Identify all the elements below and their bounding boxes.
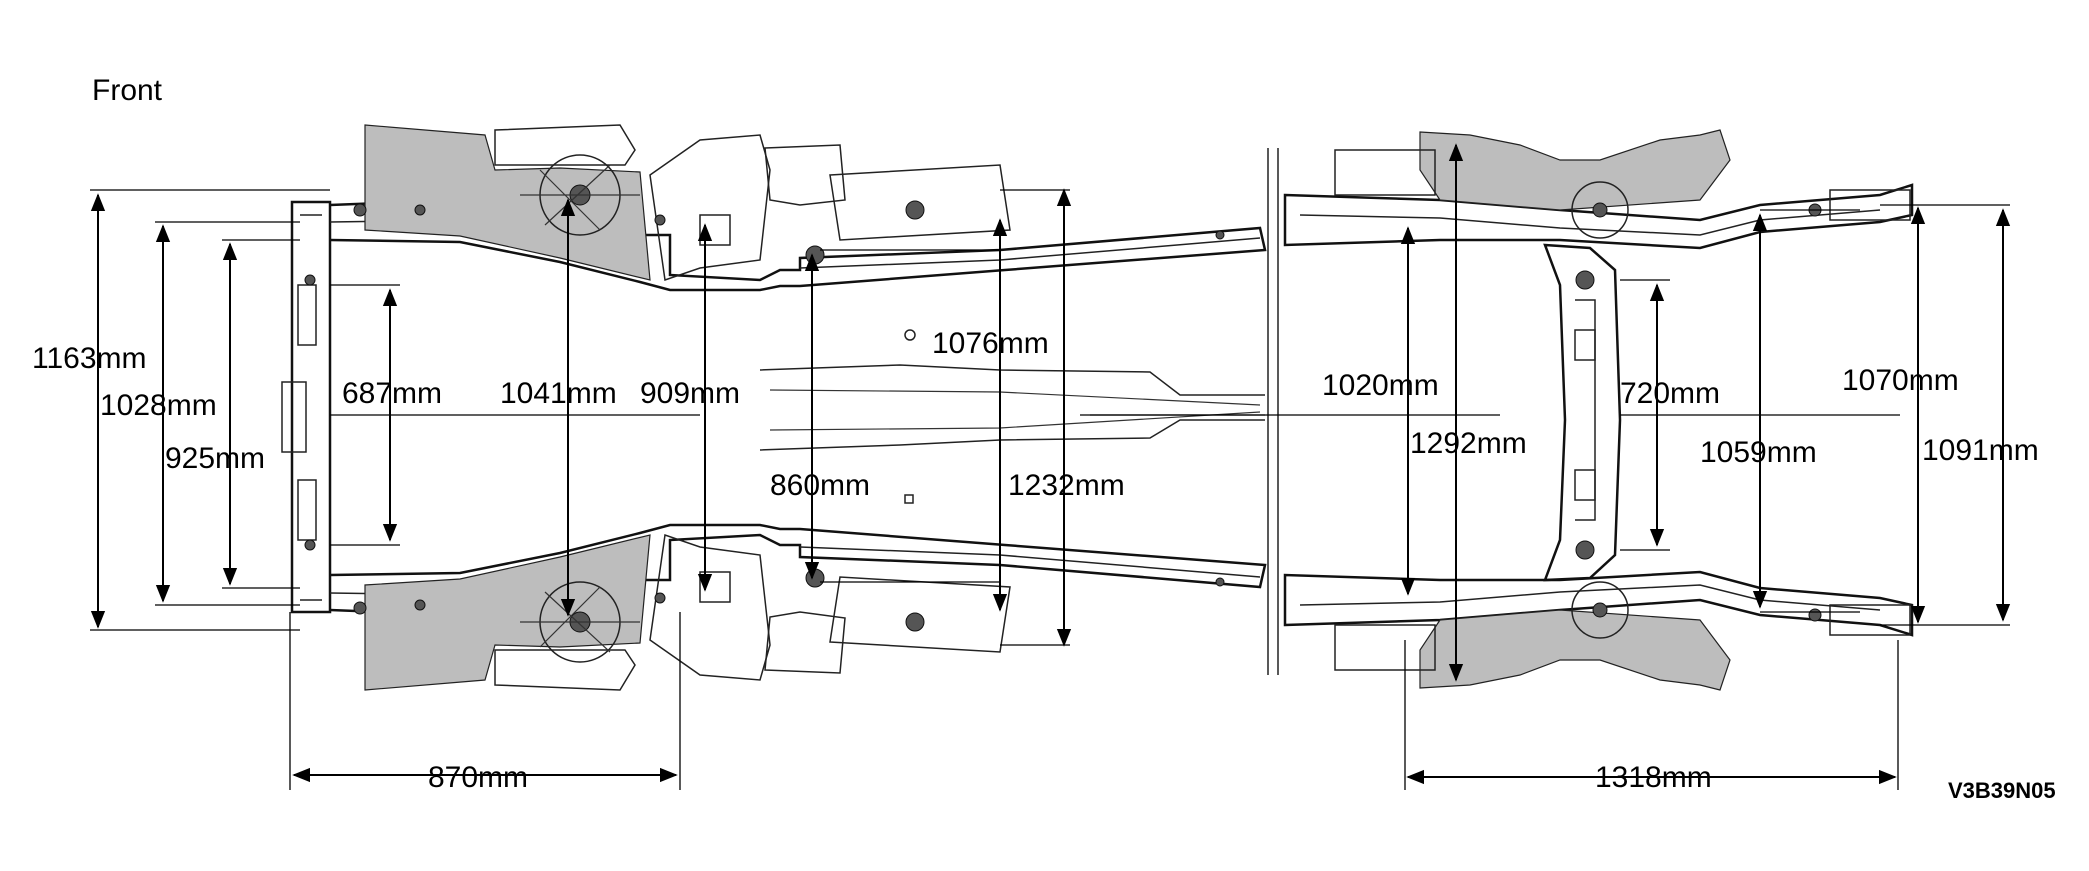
dim-label-1028: 1028mm bbox=[100, 389, 217, 422]
dimension-lines bbox=[90, 143, 2011, 790]
dim-label-1232: 1232mm bbox=[1008, 469, 1125, 502]
dim-label-925: 925mm bbox=[165, 442, 265, 475]
dim-label-1020: 1020mm bbox=[1322, 369, 1439, 402]
dim-label-1059: 1059mm bbox=[1700, 436, 1817, 469]
dim-label-870: 870mm bbox=[428, 761, 528, 794]
dim-label-687: 687mm bbox=[342, 377, 442, 410]
dim-label-1318: 1318mm bbox=[1595, 761, 1712, 794]
dim-label-1163: 1163mm bbox=[32, 342, 147, 375]
front-label: Front bbox=[92, 74, 163, 107]
dim-label-1292: 1292mm bbox=[1410, 427, 1527, 460]
dim-label-1041: 1041mm bbox=[500, 377, 617, 410]
dim-label-860: 860mm bbox=[770, 469, 870, 502]
dim-label-720: 720mm bbox=[1620, 377, 1720, 410]
dim-label-1091: 1091mm bbox=[1922, 434, 2039, 467]
dim-label-1070: 1070mm bbox=[1842, 364, 1959, 397]
dimension-labels: Front 1163mm 1028mm 925mm 687mm 1041mm 9… bbox=[32, 74, 2056, 803]
dim-label-1076: 1076mm bbox=[932, 327, 1049, 360]
front-bolt-markers bbox=[304, 203, 1225, 615]
drawing-code: V3B39N05 bbox=[1948, 778, 2056, 803]
dim-label-909: 909mm bbox=[640, 377, 740, 410]
rear-frame-section bbox=[1283, 129, 1914, 691]
